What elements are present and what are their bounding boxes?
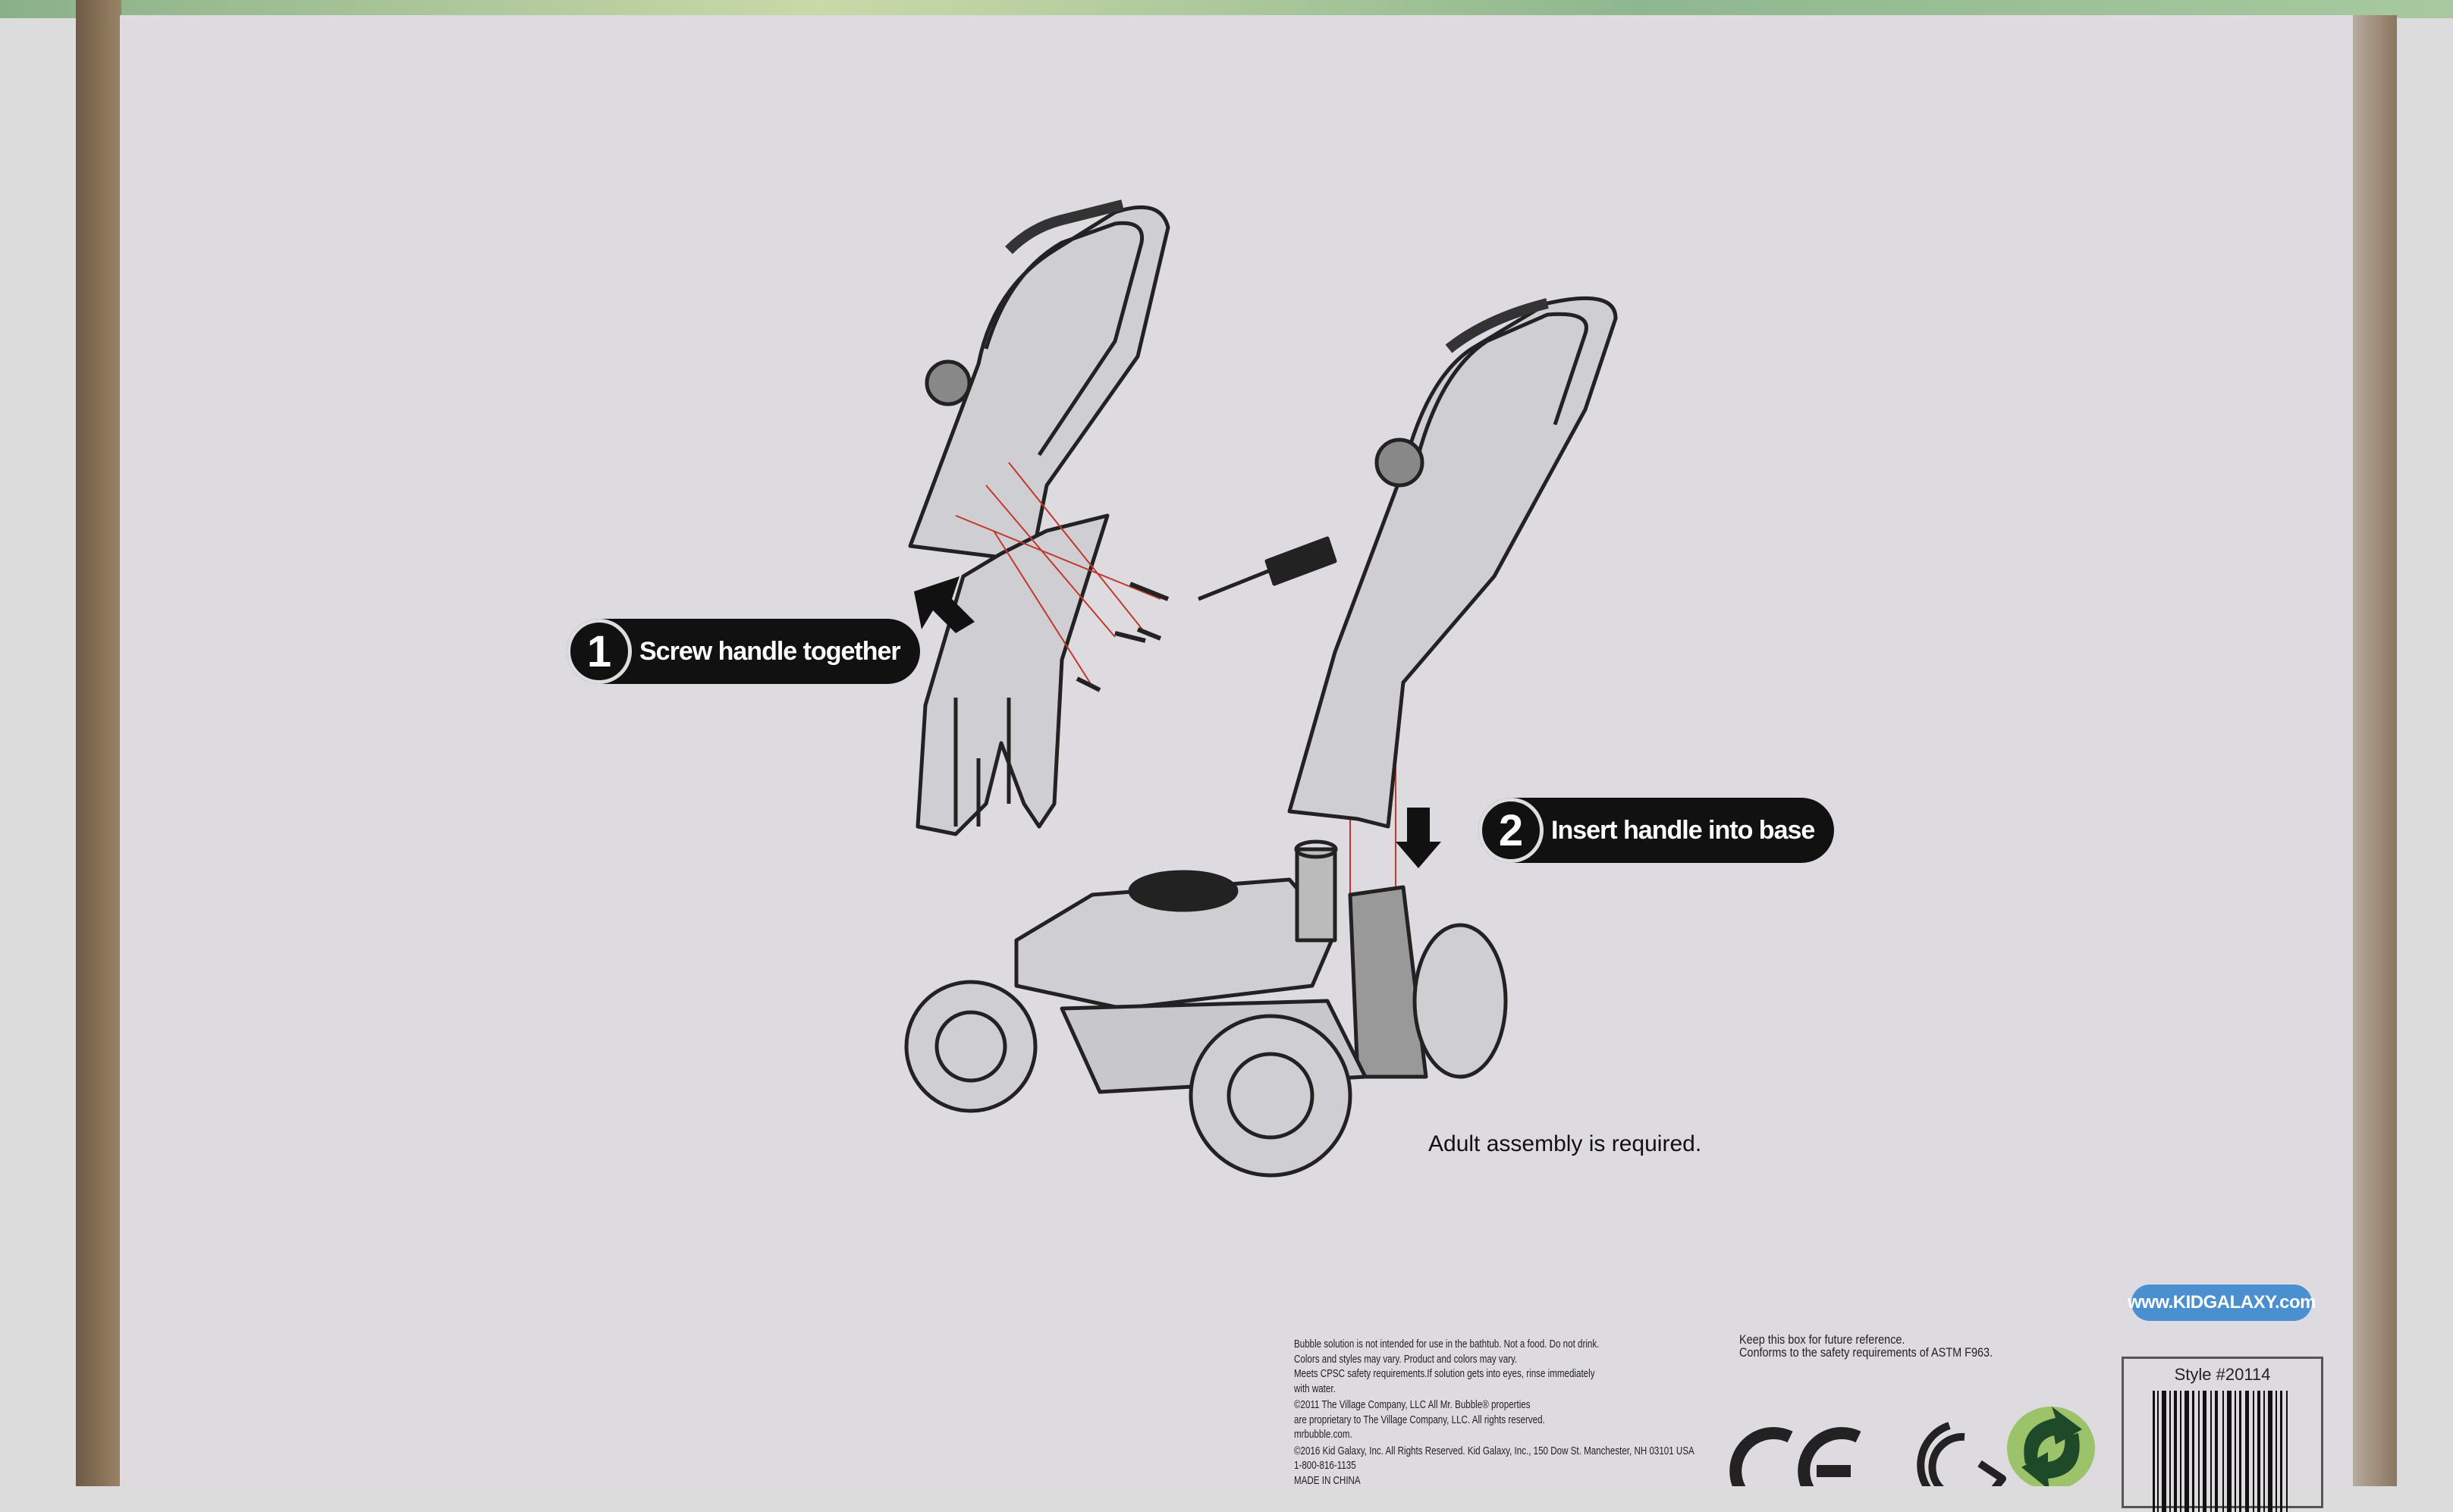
ce-mark-icon [1729,1427,1861,1486]
screwdriver-icon [1198,536,1337,601]
fine-line: 1-800-816-1135 [1294,1460,1356,1472]
fine-line: ©2011 The Village Company, LLC All Mr. B… [1294,1399,1531,1411]
box-side-left [76,0,121,1486]
keep-line: Conforms to the safety requirements of A… [1739,1345,1993,1360]
fine-line: are proprietary to The Village Company, … [1294,1413,1545,1426]
fine-line: MADE IN CHINA [1294,1474,1361,1487]
handle-assembled-icon [1287,296,1618,829]
screw-icons [1076,582,1170,692]
keep-box-note: Keep this box for future reference. Conf… [1739,1333,1993,1359]
step-number: 1 [567,619,632,684]
fine-line: ©2016 Kid Galaxy, Inc. All Rights Reserv… [1294,1445,1694,1457]
green-dot-icon [2007,1407,2095,1486]
fine-line: mrbubble.com. [1294,1429,1352,1441]
style-number: Style #20114 [2174,1365,2271,1384]
recycle-arrows-icon [1917,1422,2006,1486]
step-text: Screw handle together [639,636,901,666]
barcode-icon [2153,1391,2288,1512]
fine-line: Bubble solution is not intended for use … [1294,1338,1600,1350]
assembly-note: Adult assembly is required. [1428,1131,1702,1156]
fine-line: with water. [1294,1382,1336,1395]
step-number: 2 [1478,798,1544,863]
style-barcode-box: Style #20114 [2122,1357,2323,1512]
handle-upper-icon [908,199,1170,563]
arrow-icon [1396,808,1441,868]
website-badge: www.KIDGALAXY.com [2128,1285,2316,1321]
keep-line: Keep this box for future reference. [1739,1332,1905,1347]
step-text: Insert handle into base [1551,815,1815,845]
box-side-right [2351,15,2397,1486]
fine-line: Meets CPSC safety requirements.If soluti… [1294,1368,1595,1380]
step-1-label: 1 Screw handle together [567,619,920,684]
wheel-icons [904,923,1508,1178]
step-2-label: 2 Insert handle into base [1478,798,1835,863]
box-panel [120,15,2353,1486]
handle-lower-icon [916,513,1110,836]
fine-line: Colors and styles may vary. Product and … [1294,1353,1518,1366]
arrow-icon [914,576,975,633]
fine-print: Bubble solution is not intended for use … [1294,1338,1731,1488]
